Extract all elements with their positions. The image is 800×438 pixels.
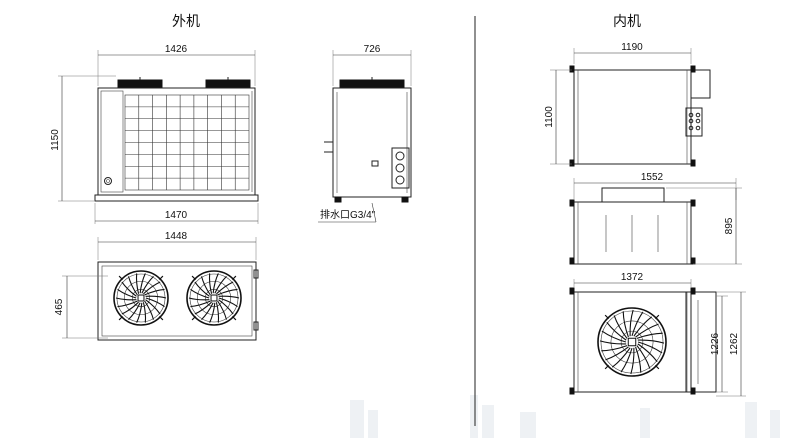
indoor-front-width: 1190 xyxy=(621,42,643,53)
fan-guard-right xyxy=(186,270,242,326)
outdoor-top-dimensions: 1448 465 xyxy=(54,231,257,339)
outdoor-top-depth: 465 xyxy=(54,298,65,315)
outdoor-unit-title: 外机 xyxy=(172,13,200,29)
indoor-front-height: 1100 xyxy=(544,106,555,128)
fan-guard-left xyxy=(113,270,169,326)
indoor-bottom-width: 1372 xyxy=(621,272,644,283)
background-skyline xyxy=(350,395,780,438)
outdoor-side-depth: 726 xyxy=(364,44,381,55)
indoor-bottom-depth-inner: 1226 xyxy=(710,332,721,355)
outdoor-top-width: 1448 xyxy=(165,231,188,242)
outdoor-side-dimensions: 726 排水口G3/4" xyxy=(318,44,412,223)
indoor-bottom-dimensions: 1372 1226 1262 xyxy=(573,272,746,397)
indoor-front-dimensions: 1190 1100 xyxy=(544,42,692,165)
outdoor-top-view xyxy=(97,261,259,341)
outdoor-front-view xyxy=(94,77,259,202)
fan-guard-indoor xyxy=(597,307,667,377)
outdoor-front-width-top: 1426 xyxy=(165,44,188,55)
indoor-bottom-depth-outer: 1262 xyxy=(729,332,740,355)
indoor-bottom-view xyxy=(569,287,717,395)
coil-grille xyxy=(124,94,250,191)
indoor-side-dimensions: 1552 895 xyxy=(573,172,742,265)
drain-outlet-label: 排水口G3/4" xyxy=(320,208,376,221)
indoor-front-view xyxy=(569,65,711,167)
indoor-unit-title: 内机 xyxy=(613,13,641,29)
indoor-side-view xyxy=(569,187,696,265)
outdoor-front-height: 1150 xyxy=(50,129,61,151)
indoor-side-height: 895 xyxy=(724,217,735,234)
outdoor-front-width-bottom: 1470 xyxy=(165,210,188,221)
outdoor-side-view xyxy=(324,77,412,203)
outdoor-front-dimensions: 1426 1150 1470 xyxy=(50,44,259,224)
indoor-side-width: 1552 xyxy=(641,172,664,183)
